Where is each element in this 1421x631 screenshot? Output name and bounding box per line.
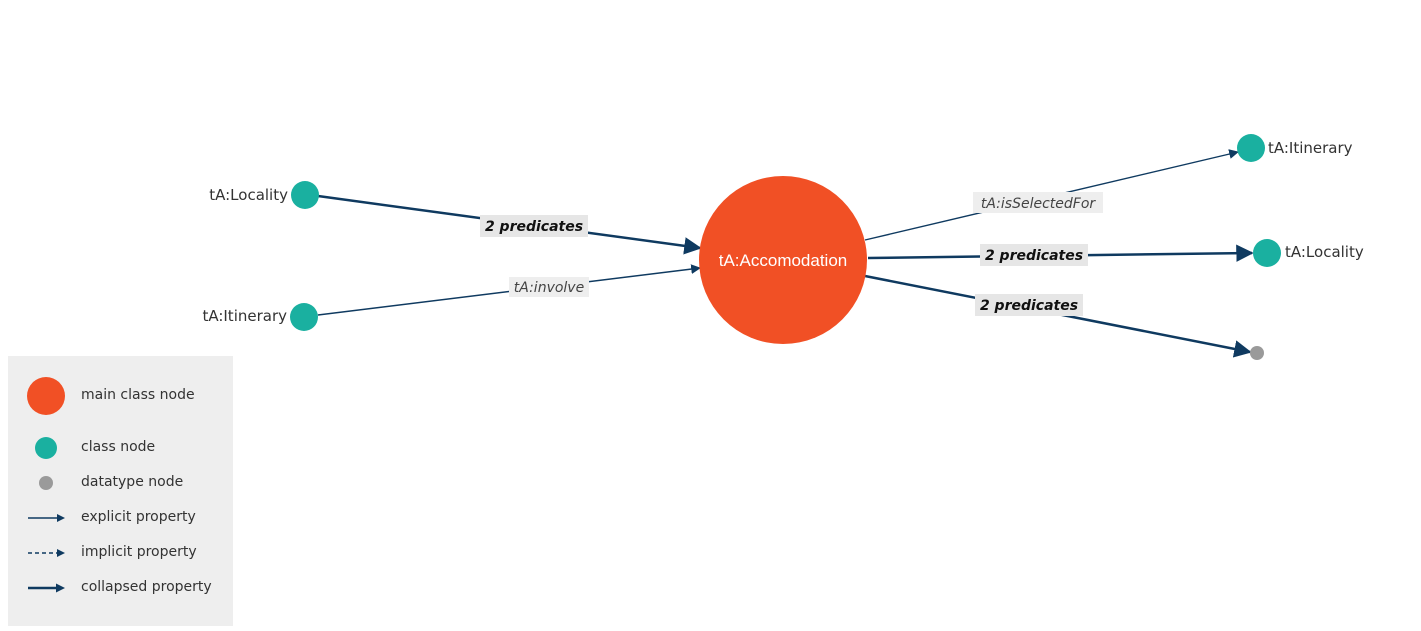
edge-label-main-to-itinerary[interactable]: tA:isSelectedFor — [973, 192, 1103, 213]
edge-label-itinerary-to-main[interactable]: tA:involve — [509, 277, 589, 297]
legend-row-class: class node — [8, 434, 233, 462]
edge-label-text: tA:involve — [514, 280, 584, 296]
class-node-label: tA:Locality — [209, 186, 288, 204]
legend-panel: main class node class node datatype node… — [8, 356, 233, 626]
collapsed-arrow-icon — [28, 583, 65, 593]
legend-label: implicit property — [81, 544, 197, 560]
legend-label: main class node — [81, 387, 195, 403]
datatype-node-icon — [39, 476, 53, 490]
edge-label-locality-to-main[interactable]: 2 predicates — [480, 215, 588, 237]
implicit-arrow-icon — [28, 549, 65, 557]
edge-label-text: tA:isSelectedFor — [981, 196, 1097, 212]
class-node-icon — [35, 437, 57, 459]
main-class-node-icon — [27, 377, 65, 415]
edge-label-text: 2 predicates — [985, 248, 1083, 264]
class-node-label: tA:Locality — [1285, 243, 1364, 261]
legend-row-implicit: implicit property — [8, 539, 233, 567]
datatype-node[interactable] — [1250, 346, 1264, 360]
main-class-node[interactable]: tA:Accomodation — [699, 176, 867, 344]
edge-label-main-to-locality[interactable]: 2 predicates — [980, 244, 1088, 266]
class-node-locality-in[interactable]: tA:Locality — [209, 181, 319, 209]
legend-row-main-class: main class node — [8, 377, 233, 415]
legend-row-explicit: explicit property — [8, 504, 233, 532]
edge-label-text: 2 predicates — [980, 298, 1078, 314]
class-node-itinerary-in[interactable]: tA:Itinerary — [202, 303, 318, 331]
class-node-label: tA:Itinerary — [202, 307, 287, 325]
main-class-label: tA:Accomodation — [719, 251, 848, 270]
legend-label: collapsed property — [81, 579, 212, 595]
legend-row-collapsed: collapsed property — [8, 574, 233, 602]
edge-label-main-to-datatype[interactable]: 2 predicates — [975, 294, 1083, 316]
class-node-locality-out[interactable]: tA:Locality — [1253, 239, 1364, 267]
class-node-itinerary-out[interactable]: tA:Itinerary — [1237, 134, 1353, 162]
class-node-label: tA:Itinerary — [1268, 139, 1353, 157]
legend-row-datatype: datatype node — [8, 469, 233, 497]
legend-label: class node — [81, 439, 156, 455]
legend-label: datatype node — [81, 474, 184, 490]
legend-label: explicit property — [81, 509, 196, 525]
explicit-arrow-icon — [28, 514, 65, 522]
edge-label-text: 2 predicates — [485, 219, 583, 235]
